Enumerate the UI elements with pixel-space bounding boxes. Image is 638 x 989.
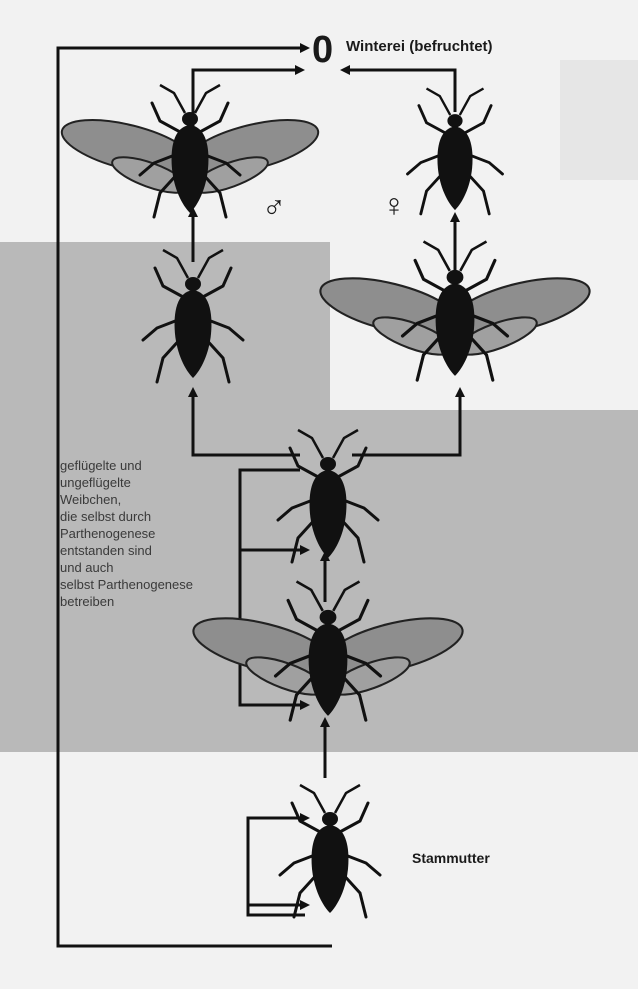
winter-egg-symbol: 0 [312,30,333,70]
description-line: selbst Parthenogenese [60,576,250,593]
description-line: entstanden sind [60,542,250,559]
insect-head [182,112,198,126]
insect-head [322,812,338,826]
description-line: geflügelte und [60,457,250,474]
description-text: geflügelte und ungeflügelte Weibchen, di… [60,457,250,610]
insect-head [185,277,201,291]
description-line: und auch [60,559,250,576]
insect-head [320,610,337,625]
description-line: Parthenogenese [60,525,250,542]
male-symbol: ♂ [262,190,286,224]
insect-head [447,114,462,127]
description-line: Weibchen, [60,491,250,508]
light-patch [560,60,638,180]
description-line: ungeflügelte [60,474,250,491]
insect-head [447,270,464,285]
insect-head [320,457,336,471]
winter-egg-label: Winterei (befruchtet) [346,38,493,55]
stem-mother-label: Stammutter [412,850,490,866]
female-symbol: ♀ [382,188,406,222]
description-line: betreiben [60,593,250,610]
description-line: die selbst durch [60,508,250,525]
